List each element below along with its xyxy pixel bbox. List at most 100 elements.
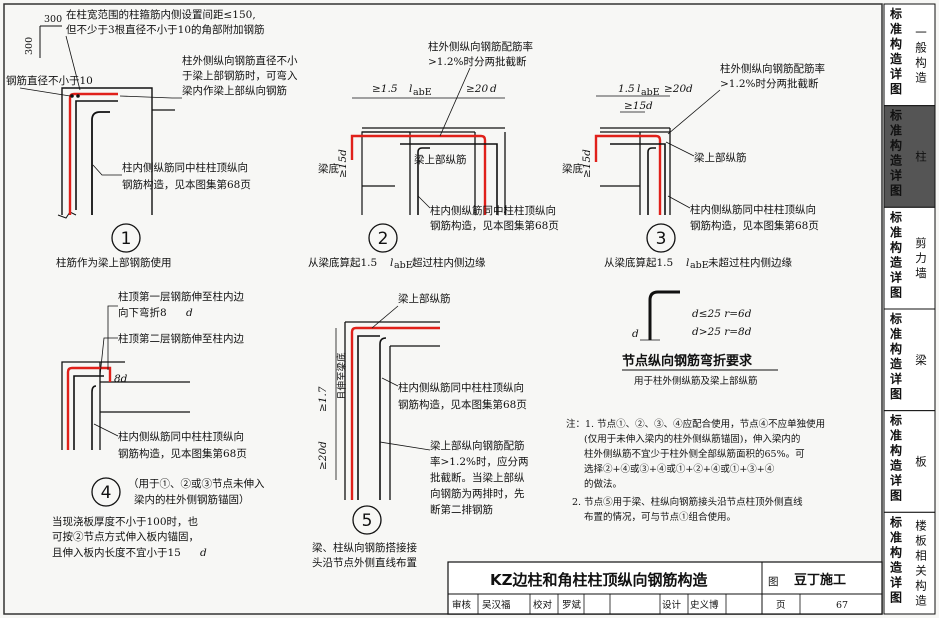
side-tab-standard-char: 详 xyxy=(890,66,902,81)
side-tab-standard-char: 标 xyxy=(889,108,902,123)
review-name: 吴汉福 xyxy=(482,599,511,611)
node4-slab-note-line2: 可按②节点方式伸入板内锚固， xyxy=(52,530,199,543)
node3-ratio-note-line1: 柱外侧纵向钢筋配筋率 xyxy=(720,62,825,75)
bend-title: 节点纵向钢筋弯折要求 xyxy=(622,353,753,369)
side-tab-standard-char: 准 xyxy=(890,428,902,443)
node3-inner-note-line2: 钢筋构造，见本图集第68页 xyxy=(690,219,819,232)
svg-text:l: l xyxy=(637,83,640,95)
sheet-title: KZ边柱和角柱柱顶纵向钢筋构造 xyxy=(490,571,708,589)
node1-rebar-diameter-note: 钢筋直径不小于10 xyxy=(6,74,93,87)
side-tab-label-char: 关 xyxy=(915,564,927,578)
side-tab-label-char: 梁 xyxy=(915,353,927,367)
node5-caption-line1: 梁、柱纵向钢筋搭接接 xyxy=(312,541,417,554)
node5-ratio-note-line2: 率>1.2%时，应分两 xyxy=(430,455,528,468)
side-tab-standard-char: 造 xyxy=(890,559,903,574)
side-tab-label-char: 构 xyxy=(915,55,927,69)
side-tab-label-char: 板 xyxy=(915,534,927,548)
side-tab-label-char: 剪 xyxy=(915,236,927,250)
node2-number-circle xyxy=(368,223,398,253)
node3-dim-15labe: 1.5 xyxy=(618,83,635,95)
node5-beam-rebar xyxy=(350,326,440,500)
node2-beam-bottom: 梁底 xyxy=(318,162,339,175)
svg-text:abE: abE xyxy=(641,87,660,98)
node1-inner-note-line2: 钢筋构造，见本图集第68页 xyxy=(122,178,251,191)
side-tab-standard-char: 图 xyxy=(890,387,902,401)
side-tab-label-char: 力 xyxy=(915,251,927,265)
note-line-4: 选择②+④或③+④或①+②+④或①+③+④ xyxy=(584,463,775,475)
node3-dim-15: ≥15 xyxy=(624,100,646,112)
node5-number-circle xyxy=(352,505,382,535)
node1-outer-note-line2: 于梁上部钢筋时，可弯入 xyxy=(182,69,298,82)
node2-dim-15d: ≥15d xyxy=(337,149,349,178)
side-tab-label-char: 造 xyxy=(915,70,927,84)
node4-first-layer-rebar xyxy=(66,366,112,450)
node2-outer-rebar xyxy=(350,134,487,215)
bend-requirement-detail: d d≤25 r=6d d>25 r=8d 节点纵向钢筋弯折要求 用于柱外侧纵筋… xyxy=(622,290,778,387)
node1-outer-rebar xyxy=(68,92,118,215)
side-tab-standard-char: 图 xyxy=(890,285,902,299)
node1-outer-note-line3: 梁内作梁上部纵向钢筋 xyxy=(182,84,287,97)
svg-text:l: l xyxy=(686,257,689,269)
node3-inner-rebar xyxy=(647,147,656,215)
side-tab-label-char: 墙 xyxy=(915,266,927,280)
page-label: 页 xyxy=(776,600,786,611)
bend-d-label: d xyxy=(632,328,639,340)
svg-text:l: l xyxy=(409,83,412,95)
node3-beam-top-label: 梁上部纵筋 xyxy=(694,151,747,164)
node5-ratio-note-line5: 断第二排钢筋 xyxy=(430,503,493,516)
node1-top-note-line2: 但不少于3根直径不小于10的角部附加钢筋 xyxy=(66,23,265,36)
node3-dim-20d: ≥20 xyxy=(664,83,686,95)
side-tab-label-char: 一 xyxy=(915,25,927,39)
review-label: 审核 xyxy=(452,599,472,611)
node5-dim-20d: ≥20d xyxy=(317,441,329,470)
side-tab-background xyxy=(883,3,936,107)
node1-number-circle xyxy=(111,223,141,253)
node2-ratio-note-line2: >1.2%时分两批截断 xyxy=(428,55,527,68)
node3-number: 3 xyxy=(656,229,667,249)
node1-number: 1 xyxy=(121,229,132,249)
node4-number-circle xyxy=(91,477,121,507)
node2-dim-20d: ≥20 xyxy=(466,83,488,95)
side-tab-standard-char: 标 xyxy=(889,413,902,428)
side-tab-standard-char: 准 xyxy=(890,21,902,36)
svg-text:d: d xyxy=(646,100,653,112)
node4-number: 4 xyxy=(101,483,112,503)
side-tab-standard-char: 详 xyxy=(890,269,902,284)
side-tab-background xyxy=(883,511,936,615)
note-line-7: 布置的情况，可与节点①组合使用。 xyxy=(584,511,736,523)
node5-ratio-note-line4: 向钢筋为两排时，先 xyxy=(430,487,525,500)
svg-text:d: d xyxy=(186,307,193,319)
node2-inner-rebar xyxy=(417,147,430,215)
bend-rule-2: d>25 r=8d xyxy=(692,326,752,338)
svg-text:超过柱内侧边缘: 超过柱内侧边缘 xyxy=(412,256,486,269)
side-tab-standard-char: 图 xyxy=(890,184,902,198)
node4-second-layer-note: 柱顶第二层钢筋伸至柱内边 xyxy=(118,332,244,345)
svg-text:abE: abE xyxy=(394,260,413,271)
svg-text:abE: abE xyxy=(690,260,709,271)
node2-number: 2 xyxy=(378,229,389,249)
side-tab-background xyxy=(883,410,936,513)
side-tab-standard-char: 造 xyxy=(890,51,903,66)
node2-inner-note-line1: 柱内侧纵筋同中柱柱顶纵向 xyxy=(430,204,556,217)
side-tab-standard-char: 标 xyxy=(889,6,902,21)
node5-ratio-note-line3: 批截断。当梁上部纵 xyxy=(430,471,525,484)
note-line-5: 的做法。 xyxy=(584,478,622,490)
title-block: KZ边柱和角柱柱顶纵向钢筋构造 图 豆丁施工 审核 吴汉福 校对 罗斌 设计 史… xyxy=(447,561,883,615)
side-tab-standard-char: 详 xyxy=(890,168,902,183)
node2-beam-top-label: 梁上部纵筋 xyxy=(414,153,467,166)
side-tab-standard-char: 准 xyxy=(890,529,902,544)
bend-subtitle: 用于柱外侧纵筋及梁上部纵筋 xyxy=(634,375,758,387)
side-tab-standard-char: 标 xyxy=(889,311,902,326)
node3-ratio-note-line2: >1.2%时分两批截断 xyxy=(720,77,819,90)
check-label: 校对 xyxy=(533,599,553,611)
svg-text:l: l xyxy=(390,257,393,269)
side-tab-label-char: 楼 xyxy=(915,519,927,533)
side-tab-standard-char: 标 xyxy=(889,514,902,529)
